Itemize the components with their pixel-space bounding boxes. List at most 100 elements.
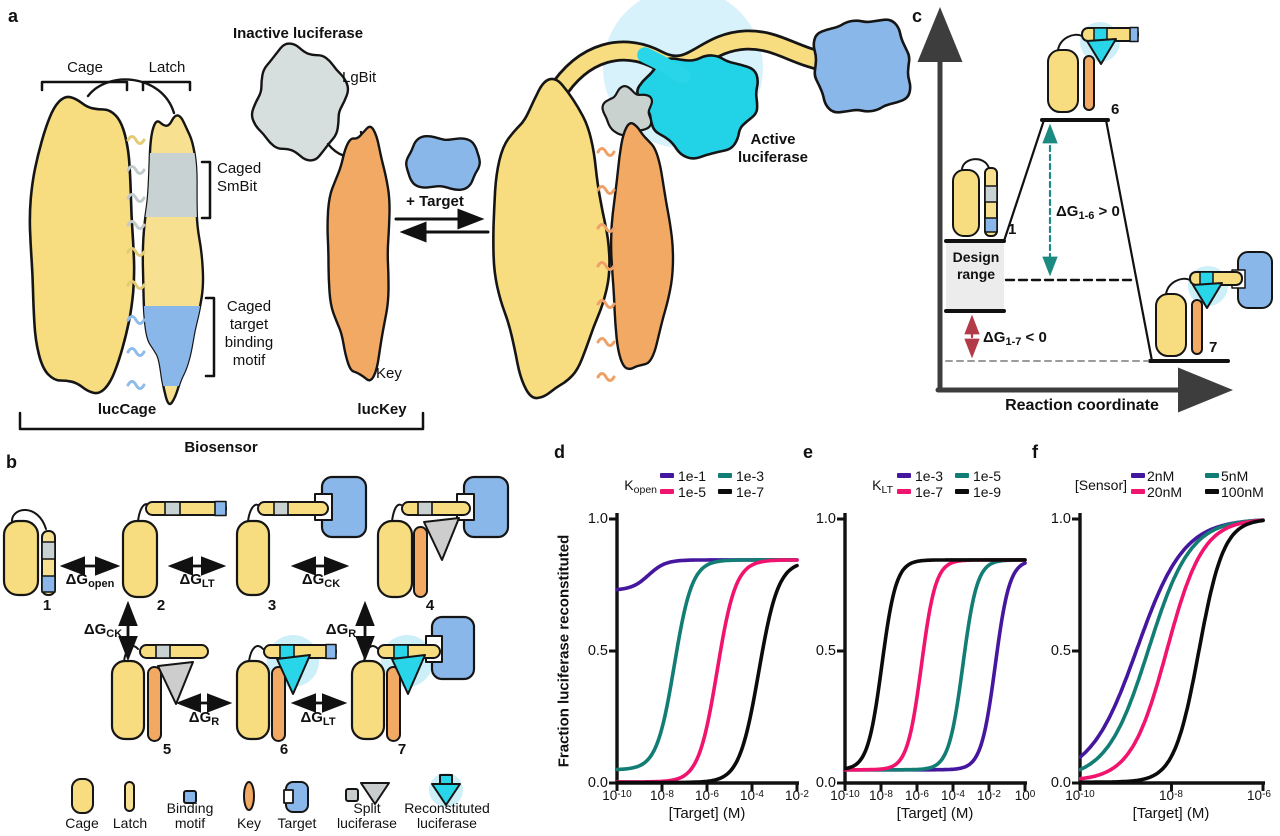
latch-bracket	[141, 80, 192, 92]
curve-1e-7	[844, 558, 1027, 772]
chart-d-xtick-3: 10-6	[695, 788, 719, 803]
inactive-luciferase-label: Inactive luciferase	[232, 25, 364, 42]
chart-f-legend-title: [Sensor]	[1074, 477, 1127, 493]
latch-squiggles	[126, 135, 146, 390]
chart-e-xtick-6: 100	[1014, 788, 1036, 803]
target-blob	[405, 134, 481, 192]
chart-e-legend-2: 1e-5	[973, 468, 1002, 484]
active-key-blob	[609, 121, 675, 371]
curve-100nM	[1079, 518, 1265, 784]
chart-e-ytick-3: 0.0	[815, 775, 836, 791]
curve-1e-5	[616, 558, 799, 784]
chart-f-ytick-2: 0.5	[1050, 643, 1071, 659]
chart-f-legend-2: 5nM	[1221, 468, 1249, 484]
b-state3	[235, 475, 368, 597]
lgbit-label: LgBit	[342, 69, 377, 86]
caged-target-label-line4: motif	[232, 352, 266, 369]
chart-e-legend-4: 1e-9	[973, 484, 1002, 500]
key-label: Key	[376, 365, 402, 382]
legend-recon-square	[439, 774, 453, 785]
b-state4-label: 4	[425, 597, 435, 614]
chart-d-xtick-1: 10-10	[602, 788, 632, 803]
chart-e-swatch-4	[955, 489, 969, 494]
chart-d-legend-1: 1e-1	[678, 468, 707, 484]
chart-d-legend-2: 1e-3	[736, 468, 765, 484]
legend-recon-label-line2: luciferase	[417, 815, 477, 831]
panel-letter-c: c	[912, 6, 923, 26]
chart-d-legend-3: 1e-5	[678, 484, 707, 500]
dg-lt-label-1: ΔGLT	[179, 571, 215, 590]
panel-letter-a: a	[8, 6, 19, 26]
dg-open-label: ΔGopen	[65, 571, 115, 590]
design-range-line1: Design	[952, 249, 1000, 265]
chart-f-plot	[1072, 513, 1265, 791]
chart-f-ytick-1: 1.0	[1050, 511, 1071, 527]
chart-e-xtick-5: 10-2	[977, 788, 1001, 803]
chart-d-xtick-5: 10-2	[785, 788, 809, 803]
legend-split-label-line1: Split	[353, 800, 381, 816]
c-state1-cartoon	[952, 158, 998, 237]
design-range-box	[946, 242, 1004, 310]
b-state3-label: 3	[267, 597, 277, 614]
legend-latch-label: Latch	[112, 815, 148, 831]
panel-letter-e: e	[803, 442, 814, 462]
dg-r-label-2: ΔGR	[188, 709, 220, 728]
lgbit-blob	[250, 42, 350, 162]
caged-target-label-line3: binding	[224, 334, 274, 351]
curve-1e-3	[616, 558, 799, 772]
cage-bracket	[40, 80, 129, 92]
legend-binding-label-line2: motif	[174, 815, 206, 831]
chart-d-legend-4: 1e-7	[736, 484, 765, 500]
chart-d-swatch-3	[660, 489, 674, 494]
active-cage-blob	[492, 77, 611, 400]
b-state7-label: 7	[397, 741, 407, 758]
active-luciferase-label-line1: Active	[750, 131, 796, 148]
chart-d-legend-title: Kopen	[624, 477, 657, 496]
chart-d-ytick-1: 1.0	[587, 511, 608, 527]
active-lgbit-remnant	[601, 85, 654, 137]
legend-cage-icon	[71, 778, 94, 814]
curve-1e-7	[616, 563, 799, 784]
chart-e-ytick-1: 1.0	[815, 511, 836, 527]
chart-d-y-axis-title: Fraction luciferase reconstituted	[555, 534, 573, 768]
chart-e-legend-1: 1e-3	[915, 468, 944, 484]
curve-5nM	[1079, 518, 1265, 772]
axis-e	[843, 513, 1027, 785]
b-state6-label: 6	[279, 741, 289, 758]
dg-ck-label-2: ΔGCK	[83, 621, 123, 640]
biosensor-bracket	[18, 411, 425, 431]
legend-latch-icon	[124, 781, 135, 812]
slant-6-7	[1104, 118, 1154, 363]
slant-1-6	[1002, 118, 1046, 243]
caged-smbit-label-line1: Caged	[217, 160, 262, 177]
chart-e-xtick-2: 10-8	[869, 788, 893, 803]
c-state6-label: 6	[1111, 101, 1120, 118]
chart-f-xtick-1: 10-10	[1065, 788, 1095, 803]
chart-e-ytick-2: 0.5	[815, 643, 836, 659]
b-state1	[2, 509, 56, 597]
chart-f-xtick-3: 10-6	[1247, 788, 1271, 803]
b-state2	[121, 500, 227, 599]
chart-f-ytick-3: 0.0	[1050, 775, 1071, 791]
chart-f-legend-1: 2nM	[1147, 468, 1175, 484]
legend-key-icon	[243, 781, 255, 811]
chart-e-swatch-2	[955, 473, 969, 478]
chart-d-plot	[609, 513, 799, 791]
caged-target-label-line1: Caged	[226, 298, 272, 315]
legend-split-luciferase-square	[345, 788, 359, 802]
b-state4	[376, 475, 510, 599]
panel-b-graphics	[2, 475, 510, 814]
c-state7-cartoon	[1155, 251, 1273, 357]
reaction-coordinate-label: Reaction coordinate	[1005, 397, 1159, 414]
legend-split-label-line2: luciferase	[337, 815, 397, 831]
chart-f-xtick-2: 10-8	[1159, 788, 1183, 803]
chart-e-xtick-1: 10-10	[830, 788, 860, 803]
chart-f-swatch-1	[1131, 473, 1145, 478]
chart-e-plot	[837, 513, 1027, 791]
key-blob	[326, 125, 391, 382]
b-state7	[350, 615, 476, 742]
b-state6	[235, 635, 337, 742]
luckey-label: lucKey	[357, 401, 407, 418]
plus-target-label: + Target	[406, 193, 464, 210]
